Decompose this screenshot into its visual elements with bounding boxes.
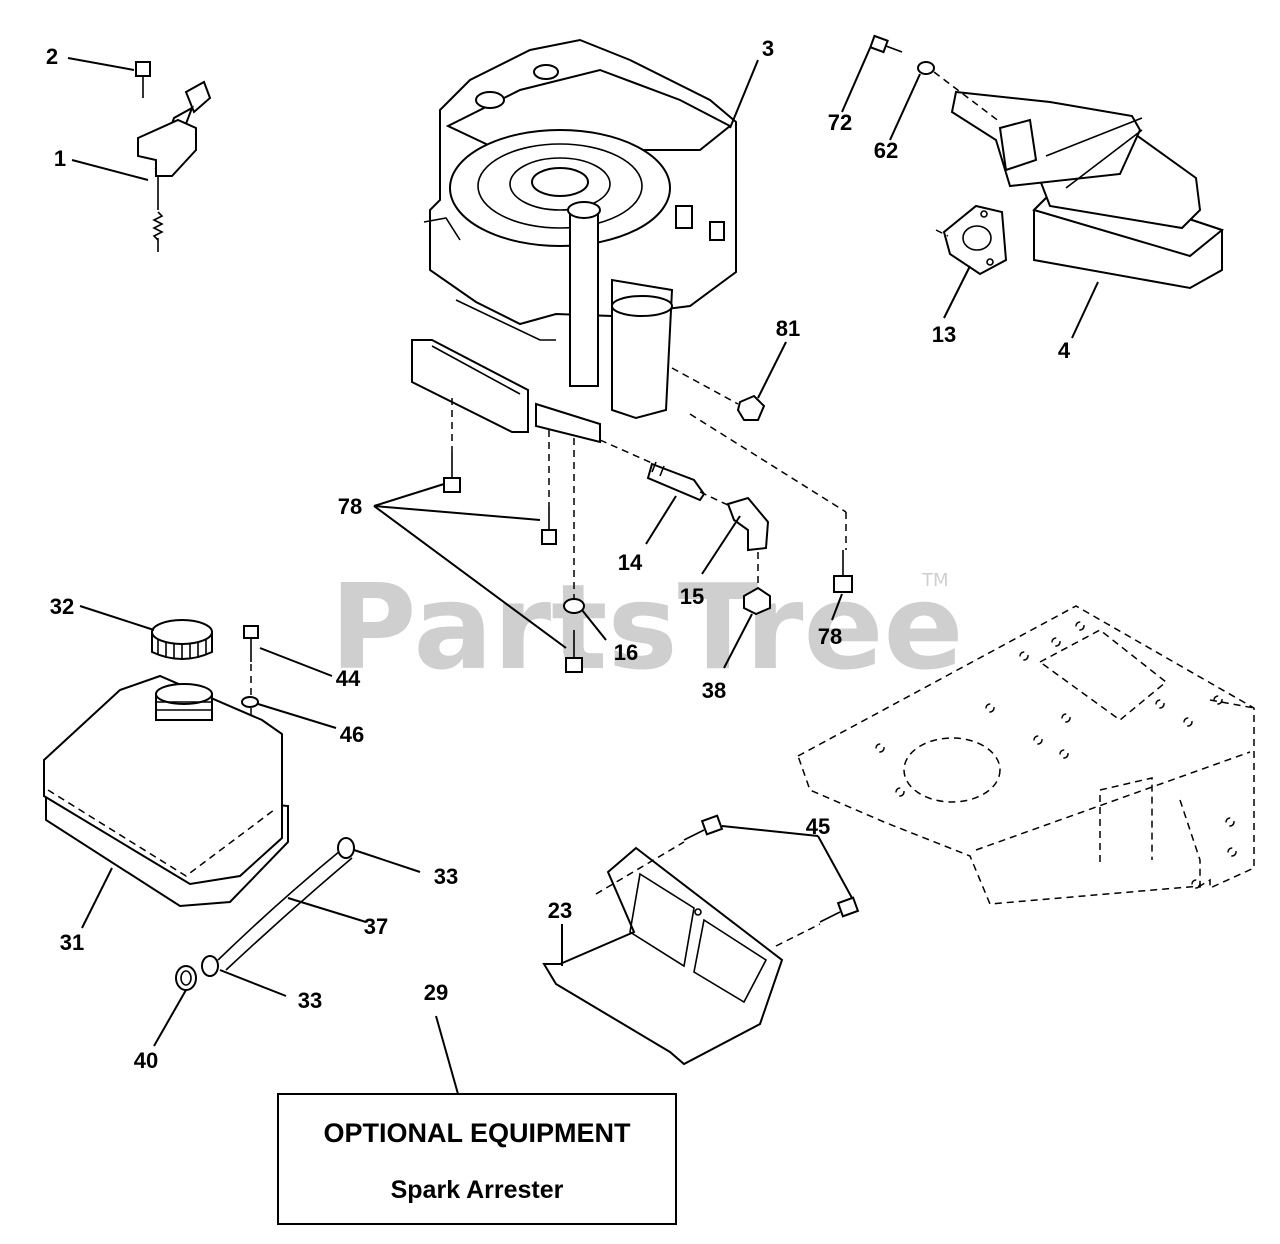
callout-72[interactable]: 72 <box>828 110 852 135</box>
fuel-cap-part[interactable] <box>151 619 213 660</box>
callout-37[interactable]: 37 <box>364 914 388 939</box>
callout-4[interactable]: 4 <box>1058 338 1071 363</box>
callout-78-left[interactable]: 78 <box>338 494 362 519</box>
callout-1[interactable]: 1 <box>54 146 66 171</box>
bottom-nut-part[interactable] <box>743 586 771 616</box>
exhaust-washer-part[interactable] <box>917 61 935 75</box>
tank-washer-part[interactable] <box>241 696 259 708</box>
callout-2[interactable]: 2 <box>46 44 58 69</box>
callout-81[interactable]: 81 <box>776 316 800 341</box>
hose-clamp-upper-part[interactable] <box>337 837 355 859</box>
optional-equipment-title: OPTIONAL EQUIPMENT <box>323 1118 631 1148</box>
callout-32[interactable]: 32 <box>50 594 74 619</box>
callout-13[interactable]: 13 <box>932 322 956 347</box>
callout-15[interactable]: 15 <box>680 584 704 609</box>
exhaust-nut-part[interactable] <box>736 394 766 421</box>
callout-45[interactable]: 45 <box>806 814 830 839</box>
gasket-part[interactable] <box>942 204 1008 276</box>
callout-38[interactable]: 38 <box>702 678 726 703</box>
optional-equipment-subtitle: Spark Arrester <box>391 1176 564 1204</box>
callout-33-upper[interactable]: 33 <box>434 864 458 889</box>
watermark-trademark: TM <box>921 570 949 591</box>
right-bolt-part[interactable] <box>833 550 853 593</box>
engine-part[interactable] <box>411 38 737 444</box>
callout-23[interactable]: 23 <box>548 898 572 923</box>
fuel-hose-part[interactable] <box>217 845 353 971</box>
muffler-part[interactable] <box>950 90 1225 290</box>
callout-31[interactable]: 31 <box>60 930 84 955</box>
callout-44[interactable]: 44 <box>336 666 361 691</box>
exhaust-bolt-part[interactable] <box>869 34 903 54</box>
fuel-tank-part[interactable] <box>43 674 289 908</box>
callout-29[interactable]: 29 <box>424 980 448 1005</box>
frame-part <box>797 605 1255 905</box>
hose-fitting-part[interactable] <box>175 965 197 991</box>
tank-screw-part[interactable] <box>243 625 259 662</box>
shield-bolt-part[interactable] <box>683 814 860 923</box>
callout-14[interactable]: 14 <box>618 550 643 575</box>
hose-clamp-lower-part[interactable] <box>201 955 219 977</box>
optional-equipment-box: OPTIONAL EQUIPMENT Spark Arrester <box>277 1093 677 1225</box>
lock-washer-part[interactable] <box>563 598 585 614</box>
fuel-fitting-part[interactable] <box>646 461 706 502</box>
shield-plate-part[interactable] <box>542 846 784 1066</box>
callout-16[interactable]: 16 <box>614 640 638 665</box>
callout-3[interactable]: 3 <box>762 36 774 61</box>
callout-62[interactable]: 62 <box>874 138 898 163</box>
callout-78-right[interactable]: 78 <box>818 624 842 649</box>
watermark-text: PartsTree <box>330 558 964 696</box>
callout-46[interactable]: 46 <box>340 722 364 747</box>
throttle-control-part[interactable] <box>135 61 212 252</box>
callout-33-lower[interactable]: 33 <box>298 988 322 1013</box>
callout-40[interactable]: 40 <box>134 1048 158 1073</box>
